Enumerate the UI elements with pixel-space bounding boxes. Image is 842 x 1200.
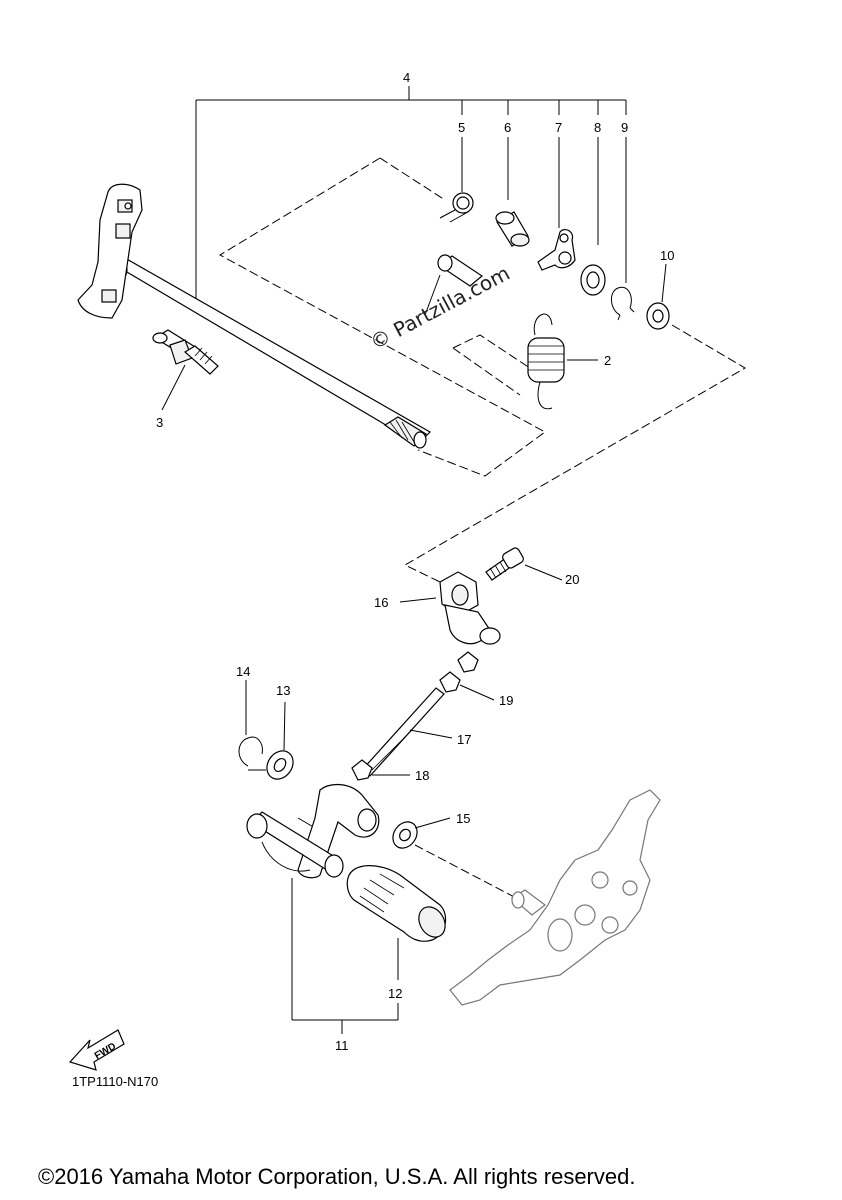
callout-16: 16: [374, 595, 388, 610]
callout-19: 19: [499, 693, 513, 708]
diagram-code: 1TP1110-N170: [72, 1074, 158, 1089]
part-11-shift-pedal: [246, 784, 380, 879]
callout-7: 7: [555, 120, 562, 135]
callout-10: 10: [660, 248, 674, 263]
part-7-lever: [537, 228, 576, 271]
callout-11: 11: [335, 1038, 349, 1053]
callout-14: 14: [236, 664, 250, 679]
callout-15: 15: [456, 811, 470, 826]
copyright-notice: ©2016 Yamaha Motor Corporation, U.S.A. A…: [38, 1164, 635, 1189]
part-18-nut: [351, 759, 410, 781]
part-8-washer: [580, 264, 606, 296]
part-15-washer: [392, 817, 451, 849]
part-20-bolt: [485, 547, 563, 581]
callout-4-bracket: [195, 86, 627, 305]
callout-8: 8: [594, 120, 601, 135]
shift-shaft: [77, 183, 431, 449]
part-14-circlip: [238, 680, 263, 767]
assembly-guide-lines: [218, 157, 746, 901]
callout-6: 6: [504, 120, 511, 135]
part-19-locknut: [439, 651, 495, 701]
callout-18: 18: [415, 768, 429, 783]
part-16-shift-arm: [399, 571, 501, 645]
part-5-torsion-spring: [439, 192, 474, 223]
part-1-pin: [424, 254, 484, 316]
footrest-bracket: [449, 789, 661, 1006]
callout-20: 20: [565, 572, 579, 587]
watermark-text: © Partzilla.com: [366, 261, 514, 355]
callout-12: 12: [388, 986, 402, 1001]
callout-4: 4: [403, 70, 410, 85]
callout-labels: 4 5 6 7 8 9 10 2 3 20 16 14 13 19 17 18 …: [156, 70, 674, 1053]
part-3-stopper-bolt: [152, 329, 219, 411]
callout-3: 3: [156, 415, 163, 430]
callout-2: 2: [604, 353, 611, 368]
fwd-arrow-icon: FWD: [68, 1029, 125, 1071]
part-6-collar: [495, 211, 530, 247]
part-13-washer: [266, 701, 294, 780]
callout-9: 9: [621, 120, 628, 135]
part-9-circlip: [611, 286, 635, 321]
callout-17: 17: [457, 732, 471, 747]
callout-11-bracket: [291, 878, 399, 1034]
callout-13: 13: [276, 683, 290, 698]
part-12-pedal-rubber: [346, 865, 447, 980]
callout-5: 5: [458, 120, 465, 135]
part-17-shift-rod: [361, 687, 453, 777]
part-10-washer: [646, 263, 670, 330]
part-2-return-spring: [527, 313, 598, 410]
